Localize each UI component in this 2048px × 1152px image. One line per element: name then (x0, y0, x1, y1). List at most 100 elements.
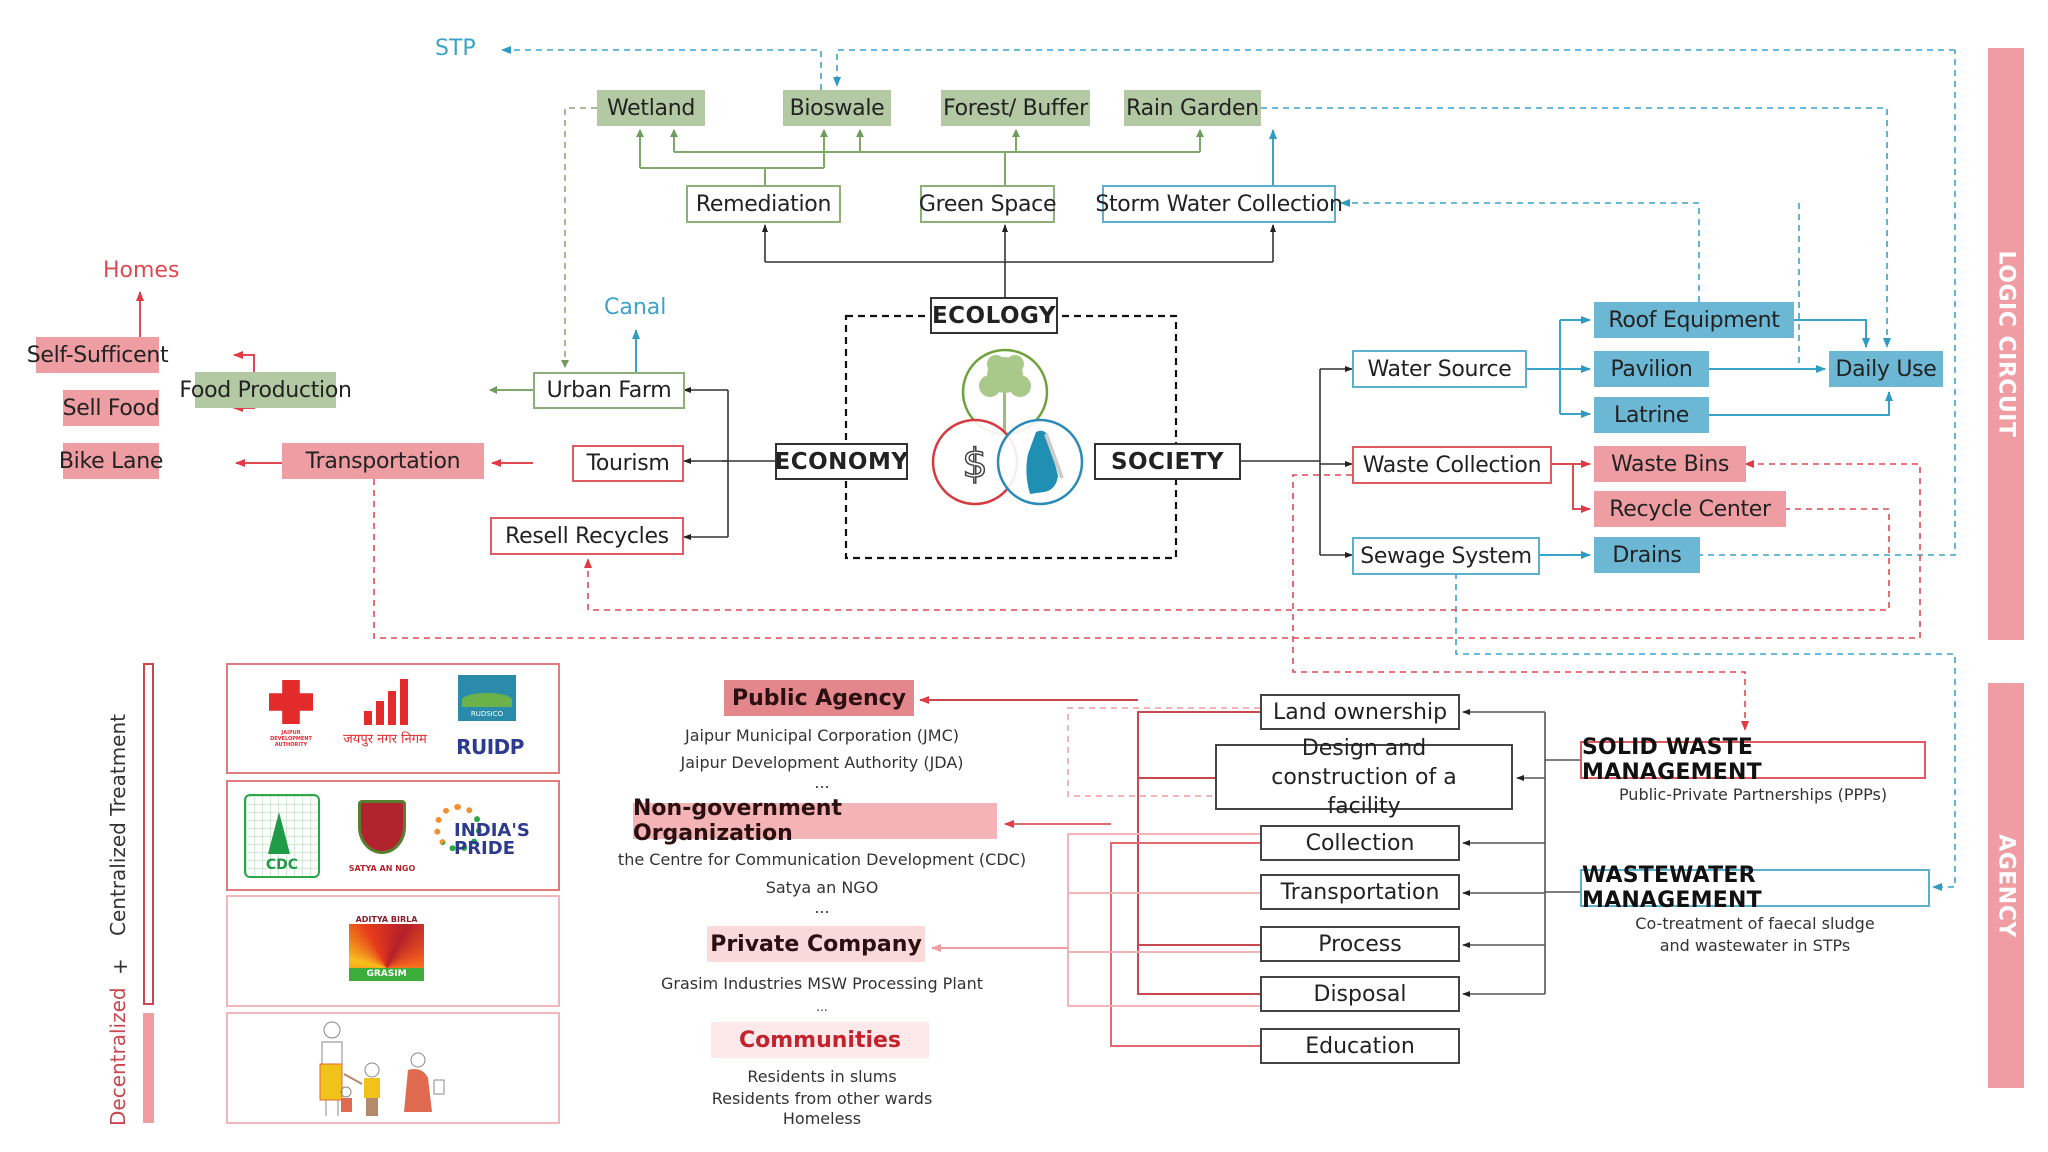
process-land-ownership[interactable]: Land ownership (1260, 694, 1460, 730)
bioswale-node[interactable]: Bioswale (783, 90, 891, 126)
sewage-system-node[interactable]: Sewage System (1352, 537, 1540, 575)
public-agency-member: Jaipur Development Authority (JDA) (680, 753, 964, 772)
centralized-treatment-label: Centralized Treatment (106, 713, 130, 936)
process-process[interactable]: Process (1260, 926, 1460, 962)
waste-bins-node[interactable]: Waste Bins (1594, 446, 1746, 482)
stp-label: STP (435, 36, 476, 61)
dollar-icon: $ (962, 441, 987, 487)
logic-circuit-section-bar: LOGIC CIRCUIT (1988, 48, 2024, 640)
wastewater-management-subtitle: Co-treatment of faecal sludge (1635, 914, 1875, 933)
ngo-member: Satya an NGO (765, 878, 879, 897)
waste-red-dashed-links (373, 460, 1921, 731)
ngo-logos-panel: CDC SATYA AN NGO INDIA'S PRIDE (226, 780, 560, 891)
child-figure-icon (340, 1086, 352, 1112)
indias-pride-burst-icon (434, 804, 482, 852)
solid-waste-management-subtitle: Public-Private Partnerships (PPPs) (1618, 785, 1888, 804)
woman-figure-icon (404, 1052, 445, 1112)
tree-icon (979, 355, 1031, 432)
private-company-heading[interactable]: Private Company (707, 926, 925, 962)
aditya-birla-sunburst-icon (349, 924, 424, 968)
process-transportation[interactable]: Transportation (1260, 874, 1460, 910)
agency-section-bar: AGENCY (1988, 683, 2024, 1088)
remediation-node[interactable]: Remediation (686, 185, 841, 223)
public-agency-logos-panel: JAIPUR DEVELOPMENT AUTHORITY जयपुर नगर न… (226, 663, 560, 774)
public-agency-member: Jaipur Municipal Corporation (JMC) (685, 726, 959, 745)
wastewater-management-box[interactable]: WASTEWATER MANAGEMENT (1580, 863, 1930, 913)
drains-node[interactable]: Drains (1594, 537, 1700, 573)
transportation-node[interactable]: Transportation (282, 443, 484, 479)
water-blue-dashed-links (501, 46, 1956, 891)
rudsico-landscape-icon (462, 693, 512, 707)
jmc-logo: जयपुर नगर निगम (330, 677, 440, 757)
ecology-green-links (489, 129, 1204, 394)
self-sufficent-node[interactable]: Self-Sufficent (27, 337, 169, 373)
logic-circuit-title: LOGIC CIRCUIT (1993, 250, 2019, 438)
community-people-illustration (319, 1021, 445, 1116)
ecology-pillar[interactable]: ECOLOGY (930, 297, 1058, 334)
ngo-heading[interactable]: Non-government Organization (633, 796, 997, 846)
process-design-construction[interactable]: Design and construction of a facility (1215, 736, 1513, 819)
economy-pillar[interactable]: ECONOMY (775, 443, 908, 480)
water-source-node[interactable]: Water Source (1352, 350, 1527, 388)
society-pillar[interactable]: SOCIETY (1094, 443, 1241, 480)
food-production-node[interactable]: Food Production (179, 372, 352, 408)
recycle-center-node[interactable]: Recycle Center (1594, 491, 1786, 527)
communities-heading[interactable]: Communities (711, 1022, 929, 1058)
sell-food-node[interactable]: Sell Food (63, 390, 160, 426)
tourism-node[interactable]: Tourism (572, 445, 684, 482)
jmc-skyline-icon (360, 677, 410, 725)
grasim-logo: ADITYA BIRLA GRASIM (349, 915, 424, 983)
green-space-node[interactable]: Green Space (919, 185, 1056, 223)
satya-shield-icon (358, 800, 406, 854)
daily-use-node[interactable]: Daily Use (1829, 351, 1943, 387)
bike-lane-node[interactable]: Bike Lane (59, 443, 163, 479)
wetland-to-urban-farm-dashed (561, 107, 597, 368)
community-member: Homeless (782, 1109, 862, 1128)
sustainability-venn-emblem: $ (931, 348, 1084, 506)
axis-plus-label: + (108, 958, 132, 975)
process-education[interactable]: Education (1260, 1028, 1460, 1064)
resell-recycles-node[interactable]: Resell Recycles (490, 517, 684, 555)
process-bus-lines (1462, 709, 1580, 997)
satya-logo: SATYA AN NGO (336, 792, 428, 880)
solid-waste-management-box[interactable]: SOLID WASTE MANAGEMENT (1580, 735, 1926, 785)
urban-farm-node[interactable]: Urban Farm (533, 372, 685, 409)
ruidp-logo: RUIDP (456, 735, 524, 759)
waste-collection-node[interactable]: Waste Collection (1352, 446, 1552, 484)
process-disposal[interactable]: Disposal (1260, 976, 1460, 1012)
public-agency-heading[interactable]: Public Agency (724, 680, 914, 716)
community-member: Residents in slums (747, 1067, 897, 1086)
process-collection[interactable]: Collection (1260, 825, 1460, 861)
rain-garden-node[interactable]: Rain Garden (1124, 90, 1261, 126)
public-agency-more: ... (814, 773, 830, 792)
communities-illustration-panel (226, 1012, 560, 1124)
wastewater-management-subtitle: and wastewater in STPs (1659, 936, 1851, 955)
agency-title: AGENCY (1993, 833, 2019, 938)
jda-logo: JAIPUR DEVELOPMENT AUTHORITY (262, 680, 320, 752)
pillar-branch-lines (683, 366, 1353, 558)
storm-water-collection-node[interactable]: Storm Water Collection (1095, 185, 1343, 223)
roof-equipment-node[interactable]: Roof Equipment (1594, 302, 1794, 338)
wetland-node[interactable]: Wetland (597, 90, 705, 126)
cdc-logo: CDC (244, 794, 320, 878)
forest-buffer-node[interactable]: Forest/ Buffer (941, 90, 1090, 126)
latrine-node[interactable]: Latrine (1594, 397, 1709, 433)
ngo-member: the Centre for Communication Development… (617, 850, 1027, 869)
stakeholder-links (919, 696, 1260, 1047)
boy-figure-icon (343, 1062, 380, 1116)
ngo-more: ... (814, 898, 830, 917)
woman-figure-icon (1026, 430, 1064, 494)
indias-pride-logo: INDIA'S PRIDE (432, 798, 552, 878)
man-figure-icon (321, 1021, 343, 1116)
centralized-bar (143, 663, 154, 1005)
community-member: Residents from other wards (711, 1089, 933, 1108)
pillars-dashed-frame (844, 314, 1178, 560)
private-company-logos-panel: ADITYA BIRLA GRASIM (226, 895, 560, 1007)
canal-label: Canal (604, 295, 667, 320)
pavilion-node[interactable]: Pavilion (1594, 351, 1709, 387)
ecology-trunk-lines (762, 224, 1276, 297)
homes-label: Homes (103, 258, 180, 283)
decentralized-label: Decentralized (106, 987, 130, 1126)
cdc-figure-icon (268, 812, 290, 854)
